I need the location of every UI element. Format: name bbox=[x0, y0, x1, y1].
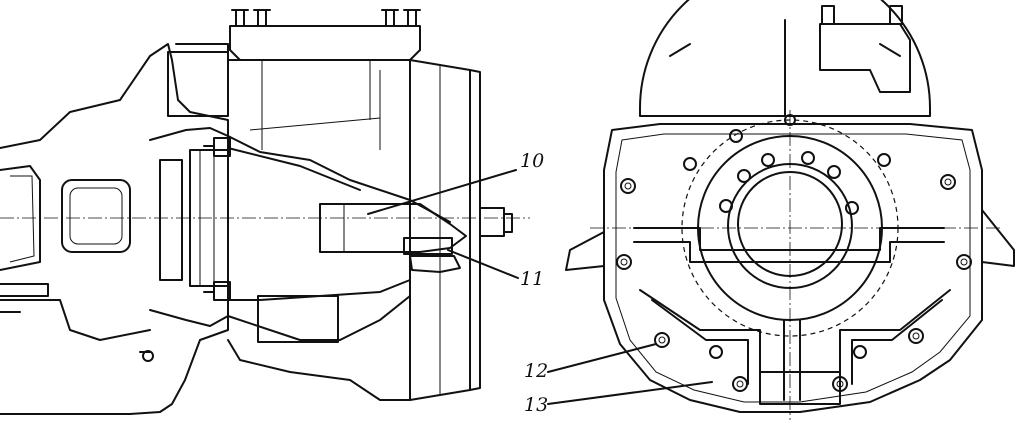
leader-10 bbox=[367, 169, 517, 215]
top-bracket bbox=[819, 23, 911, 93]
end-view bbox=[565, 0, 1015, 420]
housing-outline bbox=[0, 43, 229, 415]
leader-11 bbox=[447, 249, 519, 279]
bolt-icon bbox=[616, 114, 972, 392]
lower-hatched-region bbox=[257, 295, 339, 343]
shaft-boss bbox=[319, 203, 467, 253]
bearing-cap bbox=[409, 255, 461, 273]
callout-10: 10 bbox=[520, 150, 545, 172]
callout-13: 13 bbox=[524, 394, 549, 416]
upper-cone bbox=[227, 135, 451, 223]
leader-12 bbox=[547, 343, 657, 373]
end-housing bbox=[603, 123, 983, 413]
shaft-end bbox=[479, 207, 505, 237]
bolt-icon bbox=[231, 9, 421, 27]
side-section-view bbox=[0, 9, 530, 415]
bottom-foot bbox=[759, 371, 841, 405]
top-hatched-block bbox=[167, 51, 229, 117]
top-cover bbox=[229, 25, 421, 61]
callout-11: 11 bbox=[520, 268, 545, 290]
left-lug bbox=[565, 231, 605, 271]
leader-lines bbox=[367, 169, 713, 405]
leader-13 bbox=[547, 381, 713, 405]
casing-body bbox=[227, 59, 411, 401]
housing-window bbox=[61, 179, 131, 253]
callout-12: 12 bbox=[524, 360, 549, 382]
right-lug bbox=[981, 209, 1015, 267]
bolt-icon bbox=[719, 151, 859, 215]
top-dome bbox=[639, 0, 931, 117]
